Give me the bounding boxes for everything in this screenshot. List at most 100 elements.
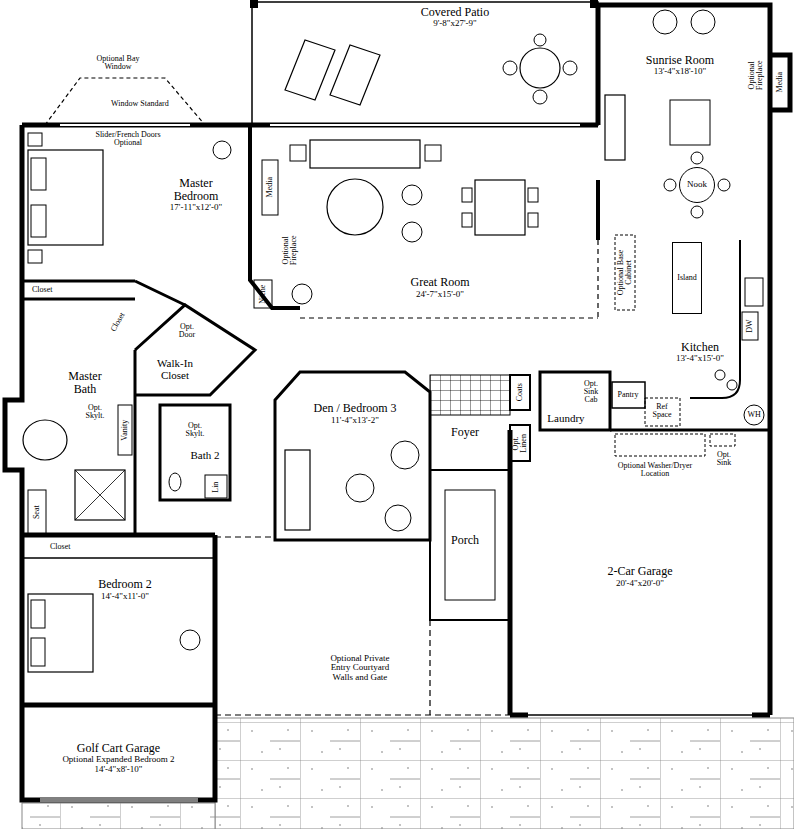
pantry (612, 382, 645, 408)
sink (745, 278, 763, 306)
plan-note: WH (748, 411, 761, 419)
plan-note: Seat (33, 505, 41, 519)
dining-chair (528, 188, 538, 202)
cart-door (40, 800, 198, 801)
sofa (605, 95, 625, 160)
sofa (310, 140, 420, 168)
room-name: Den / Bedroom 3 (314, 402, 397, 415)
ref-space (645, 398, 680, 426)
media-cabinet (262, 160, 278, 215)
room-name: Laundry (547, 412, 584, 424)
bed (28, 150, 103, 245)
room-label: Covered Patio9'-8"x27'-9" (380, 4, 530, 36)
laundry-wall (540, 372, 610, 430)
base-cabinet (615, 235, 635, 310)
room-label: Porch (440, 532, 490, 549)
patio-table (520, 48, 560, 88)
room-dimension: 14'-4"x8'-10" (94, 765, 142, 775)
bay-window (45, 78, 205, 125)
plan-note: Window Standard (111, 100, 169, 108)
room-label: Sunrise Room13'-4"x18'-10"Nook (605, 52, 755, 212)
room-name: Bath 2 (190, 449, 219, 461)
patio-chair (503, 61, 517, 75)
exterior-wall (598, 5, 790, 715)
desk (285, 450, 310, 530)
room-label: Great Room24'-7"x15'-0" (380, 270, 500, 306)
patio-outline (252, 2, 598, 125)
end-table (425, 145, 441, 161)
shower (75, 470, 125, 520)
closet-wall (135, 305, 255, 395)
room-name: Covered Patio (421, 6, 489, 19)
round-rug (327, 179, 383, 235)
driveway-pavers (215, 718, 794, 829)
room-name: 2-Car Garage (608, 565, 673, 578)
room-dimension: 9'-8"x27'-9" (433, 19, 477, 29)
room-label: Laundry (540, 410, 592, 426)
bed (28, 594, 93, 672)
plan-note: Opt. Door (174, 323, 200, 340)
room-dimension: 13'-4"x15'-0" (676, 354, 724, 364)
vanity (118, 405, 132, 455)
plan-note: Optional Base Cabinet (617, 241, 634, 303)
room-label: Master Bath (58, 368, 112, 398)
room-label: Bedroom 214'-4"x11'-0" (70, 573, 180, 607)
water-heater (744, 405, 764, 425)
room-name: Sunrise Room (646, 54, 714, 67)
plan-note: Lin (212, 482, 220, 493)
porch-inner (445, 490, 495, 600)
patio-post (250, 0, 258, 8)
rug (670, 100, 710, 145)
room-dimension: 20'-4"x20'-0" (616, 579, 664, 589)
pillow (31, 600, 45, 628)
tub (23, 420, 67, 460)
room-name: Kitchen (681, 341, 719, 354)
pillow (31, 205, 46, 237)
room-label: Walk-In Closet (148, 354, 202, 384)
room-name: Island (677, 274, 697, 283)
plan-note: Slider/French Doors Optional (83, 131, 173, 148)
plan-note: Media (776, 72, 784, 92)
plan-note: Opt. Linen (512, 428, 529, 458)
dishwasher (742, 312, 758, 340)
patio-chair (533, 90, 547, 104)
seat (28, 490, 46, 535)
dining-chair (462, 213, 472, 227)
shower-mark (75, 470, 125, 520)
opening-line (300, 240, 598, 318)
opt-sink (710, 434, 735, 446)
chair (402, 222, 422, 242)
plan-note: Optional Private Entry Courtyard Walls a… (320, 654, 400, 682)
chair (292, 284, 312, 304)
linen-shelf (205, 475, 227, 498)
window-gap (60, 124, 190, 126)
chair (391, 441, 419, 469)
plan-note: Optional Bay Window (88, 55, 148, 72)
porch-outline (430, 470, 510, 620)
nook-chair (691, 152, 703, 164)
foyer-tiles (430, 375, 510, 415)
room-label: Golf Cart GarageOptional Expanded Bedroo… (27, 734, 210, 782)
pillow (31, 158, 46, 190)
island-box: Island (672, 242, 702, 314)
chair (180, 630, 200, 650)
room-name: Master Bedroom (160, 177, 232, 203)
garage-wall (510, 430, 770, 715)
burner (727, 380, 737, 390)
room-name: Porch (451, 534, 479, 547)
plan-note: DW (746, 320, 754, 333)
plan-note: Opt. Sink (710, 451, 738, 468)
chair (402, 185, 422, 205)
nook-chair (718, 179, 730, 191)
plan-note: Niche (259, 285, 267, 304)
plan-note: Optional Washer/Dryer Location (605, 462, 705, 479)
end-table (290, 145, 306, 161)
nook-chair (691, 206, 703, 218)
room-dimension: 24'-7"x15'-0" (416, 290, 464, 300)
toilet (169, 473, 181, 491)
room-label: 2-Car Garage20'-4"x20'-0" (580, 560, 700, 594)
room-dimension: 17'-11"x12'-0" (170, 203, 222, 213)
coat-closet (510, 375, 530, 410)
dining-chair (462, 188, 472, 202)
